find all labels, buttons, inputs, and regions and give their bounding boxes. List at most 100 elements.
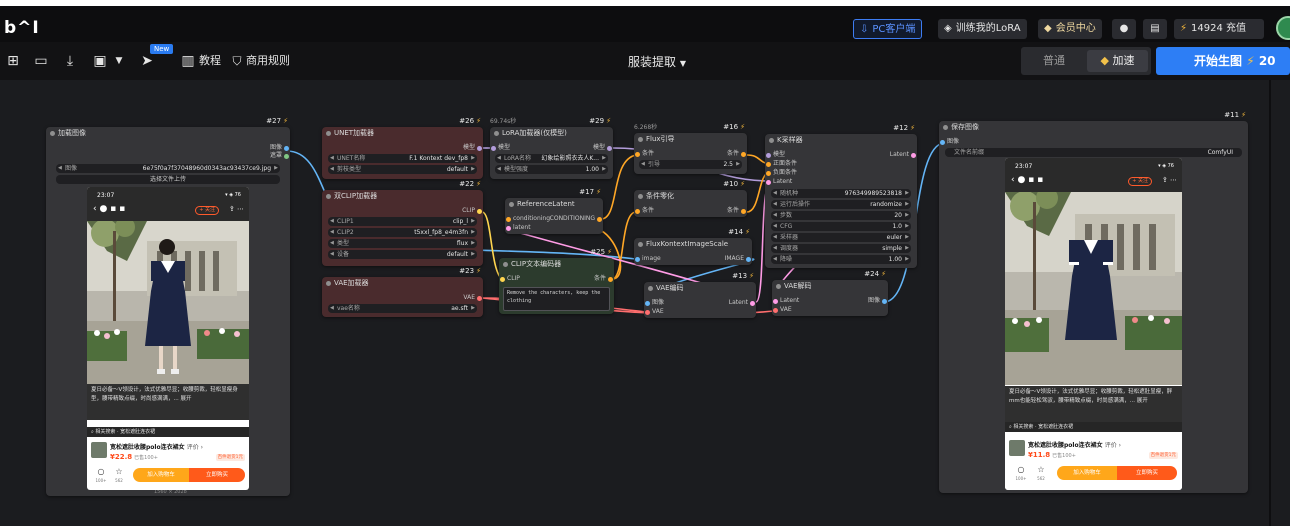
input-model-socket[interactable] <box>491 146 496 151</box>
start-generate-button[interactable]: 开始生图 ⚡ 20 <box>1156 47 1290 75</box>
input-image-socket[interactable] <box>635 257 640 262</box>
output-image-socket[interactable] <box>746 257 751 262</box>
input-cond-socket[interactable] <box>635 209 640 214</box>
node-title: LoRA加载器(仅模型) <box>490 127 613 140</box>
output-latent-socket[interactable] <box>911 153 916 158</box>
node-vae-encode[interactable]: #13⚡ VAE编码 图像 Latent VAE <box>644 272 756 318</box>
node-lora-loader[interactable]: 69.74s秒 #29⚡ LoRA加载器(仅模型) 模型 模型 ◀LoRA名称幻… <box>490 117 613 179</box>
input-model-label: 模型 <box>773 151 786 158</box>
service-icon: ○ <box>97 467 105 476</box>
workflow-title-dropdown[interactable]: 服装提取 ▼ <box>628 53 686 70</box>
node-clip-text-encode[interactable]: #25⚡ CLIP文本编码器 CLIP 条件 Remove the charac… <box>499 248 614 314</box>
output-model-socket[interactable] <box>477 146 482 151</box>
node-vae-decode[interactable]: #24⚡ VAE解码 Latent 图像 VAE <box>772 270 888 316</box>
node-exec-time: 69.74s秒 <box>490 118 517 125</box>
credits-recharge-button[interactable]: ⚡14924 充值 <box>1174 19 1264 39</box>
notification-button[interactable]: ● <box>1112 19 1136 39</box>
document-button[interactable]: ▤ <box>1143 19 1167 39</box>
input-cond-label: 条件 <box>642 150 655 157</box>
node-id-badge: #10⚡ <box>723 180 745 188</box>
chevron-down-icon[interactable]: ▼ <box>115 56 123 66</box>
download-icon[interactable]: ⤓ <box>66 53 74 69</box>
input-image-socket[interactable] <box>645 301 650 306</box>
input-latent-socket[interactable] <box>773 299 778 304</box>
diamond-icon: ◆ <box>1044 23 1052 34</box>
output-image-socket[interactable] <box>284 146 289 151</box>
input-conditioning-socket[interactable] <box>506 217 511 222</box>
pc-client-button[interactable]: ⇩PC客户端 <box>853 19 923 39</box>
book-icon[interactable]: ▥ <box>181 53 195 69</box>
output-vae-socket[interactable] <box>477 296 482 301</box>
output-latent-label: Latent <box>728 299 748 306</box>
lora-name-widget[interactable]: ◀LoRA名称幻象绘影照衣去人K...▶ <box>495 154 608 163</box>
search-icon: ⌕ <box>91 429 96 435</box>
mode-fast-option[interactable]: ◆ 加速 <box>1087 50 1148 72</box>
input-clip-socket[interactable] <box>500 277 505 282</box>
input-image-socket[interactable] <box>940 140 945 145</box>
node-conditioning-zero[interactable]: #10⚡ 条件零化 条件 条件 <box>634 180 747 217</box>
product-description: 夏日必备～V领设计，法式优雅尽显；收腰剪裁，轻松显瘦身型，腰带精致点缀，时尚感满… <box>87 384 249 420</box>
output-latent-socket[interactable] <box>750 301 755 306</box>
shield-icon[interactable]: ⛉ <box>232 54 242 68</box>
avatar[interactable] <box>1276 16 1290 40</box>
save-icon[interactable]: ▣ <box>93 53 107 69</box>
top-bar: b^I ⇩PC客户端 ◈训练我的LoRA ◆会员中心 ● ▤ ⚡14924 充值 <box>0 6 1290 42</box>
node-reference-latent[interactable]: #17⚡ ReferenceLatent conditioning CONDIT… <box>505 188 603 234</box>
tutorial-link[interactable]: 教程 <box>199 54 221 67</box>
input-latent-socket[interactable] <box>506 226 511 231</box>
output-conditioning-socket[interactable] <box>597 217 602 222</box>
member-center-button[interactable]: ◆会员中心 <box>1038 19 1102 39</box>
output-image-socket[interactable] <box>882 299 887 304</box>
input-model-socket[interactable] <box>766 153 771 158</box>
input-positive-socket[interactable] <box>766 162 771 167</box>
mode-normal-option[interactable]: 普通 <box>1043 54 1065 67</box>
output-mask-socket[interactable] <box>284 154 289 159</box>
node-ksampler[interactable]: #12⚡ K采样器 模型 Latent 正面条件 负面条件 Latent ◀随机… <box>765 124 917 268</box>
folder-icon[interactable]: ▭ <box>34 53 48 69</box>
output-clip-label: CLIP <box>462 207 475 214</box>
node-title: FluxKontextImageScale <box>634 238 752 251</box>
upload-file-button[interactable]: 选择文件上传 <box>56 175 280 184</box>
new-file-icon[interactable]: ⊞ <box>7 53 19 69</box>
output-model-socket[interactable] <box>607 146 612 151</box>
input-cond-socket[interactable] <box>635 152 640 157</box>
input-vae-socket[interactable] <box>645 310 650 315</box>
train-lora-button[interactable]: ◈训练我的LoRA <box>938 19 1027 39</box>
node-flux-kontext-image-scale[interactable]: #14⚡ FluxKontextImageScale image IMAGE <box>634 228 752 265</box>
node-id-badge: #24⚡ <box>864 270 886 278</box>
phone-header: 23:07 ▾ ◈ 76 ‹ ● ▪ ▪ + 关注 ⇪ ⋯ <box>87 187 249 221</box>
output-cond-socket[interactable] <box>741 152 746 157</box>
commercial-rules-link[interactable]: 商用规则 <box>246 54 290 67</box>
output-cond-socket[interactable] <box>608 277 613 282</box>
input-latent-socket[interactable] <box>766 180 771 185</box>
member-center-label: 会员中心 <box>1055 23 1096 34</box>
send-icon[interactable]: ➤ <box>141 53 153 69</box>
prompt-textarea[interactable]: Remove the characters, keep the clothing <box>503 287 610 311</box>
input-negative-socket[interactable] <box>766 171 771 176</box>
input-vae-socket[interactable] <box>773 308 778 313</box>
output-cond-socket[interactable] <box>741 209 746 214</box>
output-clip-socket[interactable] <box>477 209 482 214</box>
